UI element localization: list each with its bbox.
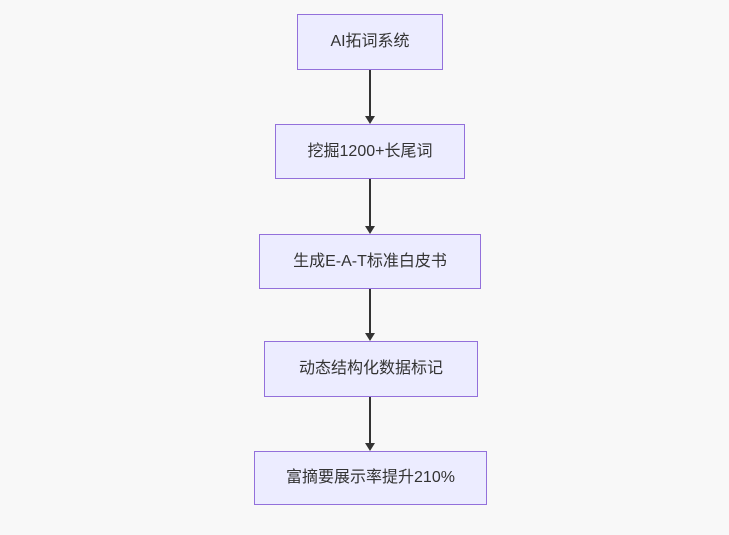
flowchart-node-generate-eat-whitepaper: 生成E-A-T标准白皮书 — [259, 234, 481, 289]
arrowhead-down-icon — [365, 226, 375, 234]
flow-arrow-a-to-b — [364, 70, 376, 124]
flow-arrow-c-to-d — [364, 289, 376, 341]
arrow-line — [369, 179, 371, 226]
flowchart-node-mine-longtail-keywords: 挖掘1200+长尾词 — [275, 124, 465, 179]
arrow-line — [369, 289, 371, 333]
flow-arrow-d-to-e — [364, 397, 376, 451]
arrow-line — [369, 397, 371, 443]
arrowhead-down-icon — [365, 116, 375, 124]
flow-arrow-b-to-c — [364, 179, 376, 234]
arrowhead-down-icon — [365, 443, 375, 451]
arrowhead-down-icon — [365, 333, 375, 341]
flowchart-node-rich-snippet-rate-increase: 富摘要展示率提升210% — [254, 451, 487, 505]
flowchart-node-dynamic-structured-data-markup: 动态结构化数据标记 — [264, 341, 478, 397]
arrow-line — [369, 70, 371, 116]
flowchart-node-ai-word-expansion-system: AI拓词系统 — [297, 14, 443, 70]
